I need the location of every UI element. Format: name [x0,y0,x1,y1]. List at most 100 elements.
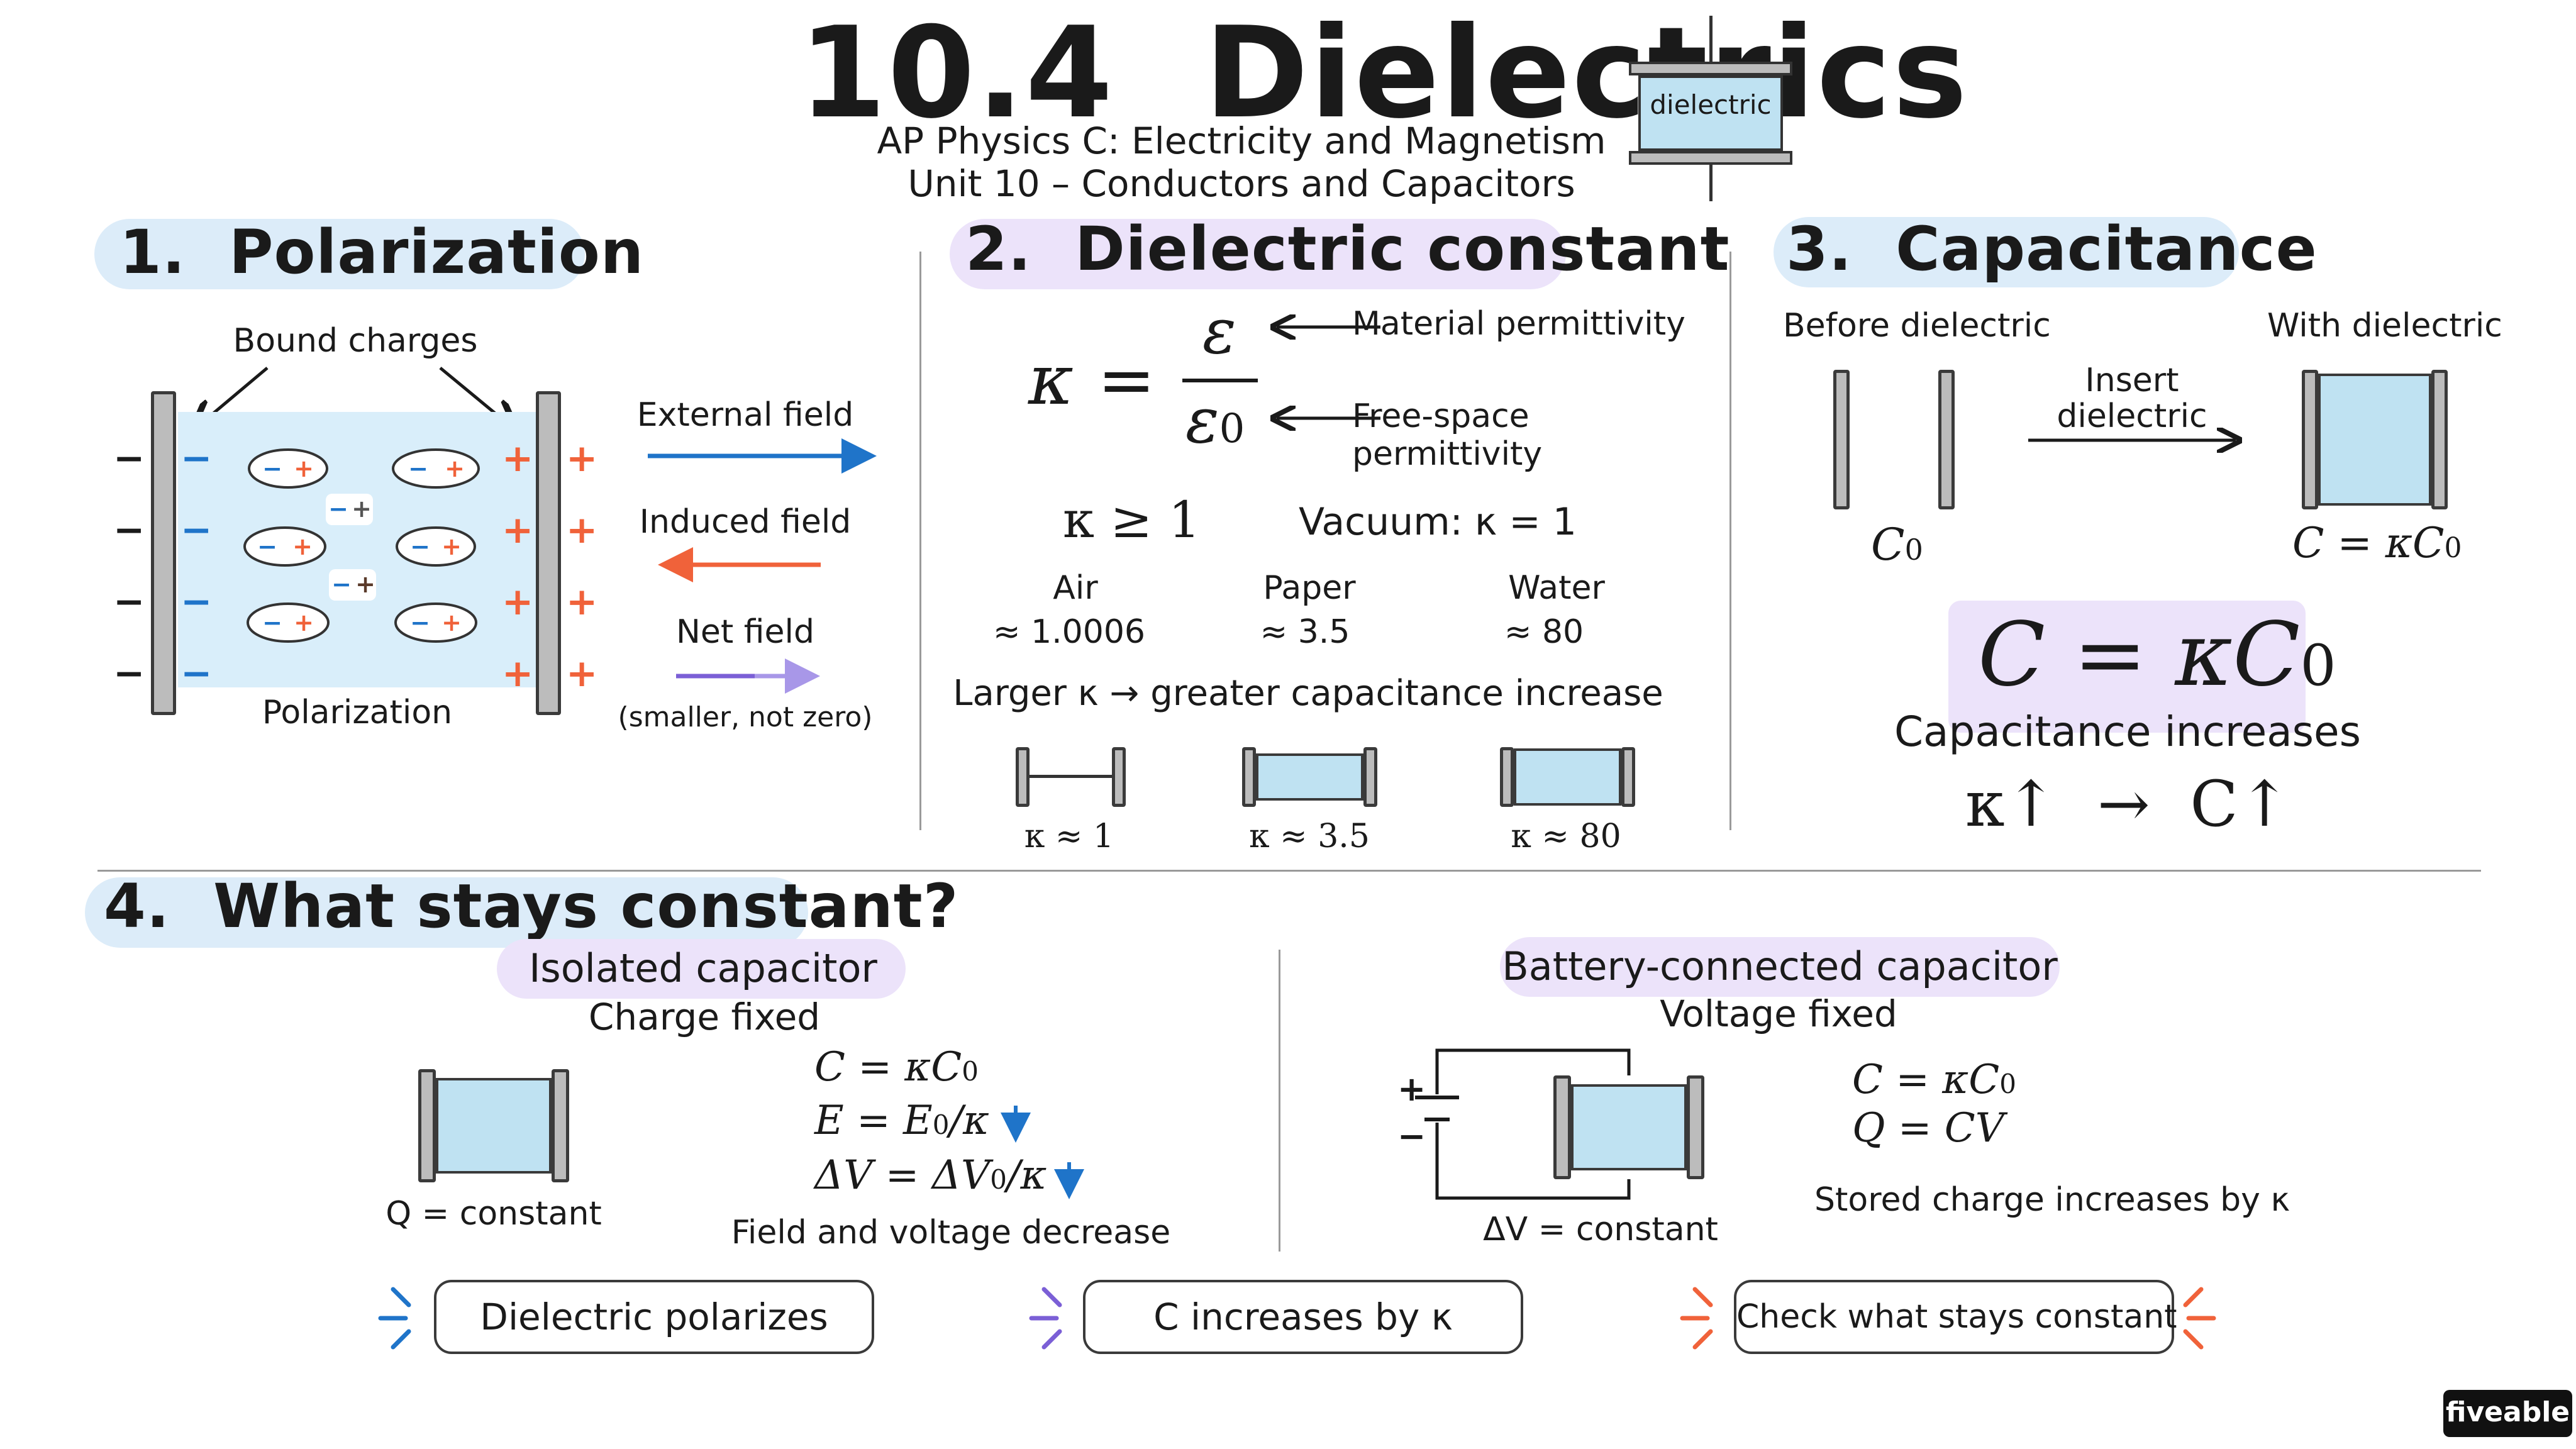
svg-text:+: + [441,609,462,636]
polarization-label: Polarization [262,694,453,731]
section2-heading: 2. Dielectric constant [965,214,1730,284]
battery-dv-constant: ΔV = constant [1483,1211,1718,1248]
capacitor-kappa-80 [1500,747,1635,807]
material-value-paper: ≈ 3.5 [1260,613,1350,651]
big-formula: C = κC0 [1978,604,2336,706]
divider-1-2 [919,252,921,830]
before-left-plate [1833,370,1850,509]
isolated-eq3-text: ΔV = ΔV [814,1152,991,1199]
isolated-subtitle: Charge fixed [588,996,821,1038]
battery-eq1-text: C = κC [1852,1057,2000,1103]
divider-2-3 [1729,252,1731,830]
insert-label-2: dielectric [2057,397,2207,435]
c-increases-button[interactable]: C increases by κ [1083,1280,1523,1354]
kappa-symbol: κ [1028,340,1074,420]
unit-subtitle: Unit 10 – Conductors and Capacitors [908,162,1575,205]
isolated-title: Isolated capacitor [529,945,877,991]
with-dielectric-label: With dielectric [2267,307,2502,345]
big-formula-box [1948,601,2306,733]
check-constant-button[interactable]: Check what stays constant [1734,1280,2177,1354]
capacitor-kappa-3-5 [1242,747,1377,807]
svg-text:−: − [410,533,430,560]
section1-heading: 1. Polarization [119,217,645,287]
with-dielectric-capacitor [2302,370,2448,509]
c0-sub: 0 [1904,533,1923,567]
course-subtitle: AP Physics C: Electricity and Magnetism [877,119,1606,162]
page-title: 10.4 Dielectrics [799,0,1969,147]
battery-eq1: C = κC0 [1852,1057,2016,1103]
svg-text:+: + [294,455,314,482]
svg-text:−: − [262,609,282,636]
formula-numerator: ε [1202,294,1236,368]
section4-heading: 4. What stays constant? [104,871,959,941]
formula-denominator: ε0 [1185,384,1245,457]
capacitor-kappa-1 [1016,747,1126,807]
battery-capacitor [1553,1075,1704,1179]
material-name-air: Air [1053,569,1098,607]
isolated-eq2-sub: 0 [932,1109,950,1140]
big-formula-text: C = κC [1978,604,2301,706]
left-plate-charges: −−−− [113,436,145,696]
insert-label-1: Insert [2085,362,2179,399]
c-kc0-sub: 0 [2444,532,2462,564]
material-value-air: ≈ 1.0006 [992,613,1146,651]
kappa-up-c-up: κ↑ → C↑ [1965,767,2291,841]
svg-text:+: + [355,570,375,598]
material-permittivity-label: Material permittivity [1352,305,1685,343]
svg-text:+: + [294,609,314,636]
isolated-eq1: C = κC0 [814,1044,979,1091]
battery-plus: + [1397,1069,1426,1109]
cap-label-3: κ ≈ 80 [1511,818,1621,855]
svg-text:+: + [441,533,462,560]
svg-text:−: − [410,609,430,636]
net-field-note: (smaller, not zero) [618,701,873,733]
isolated-q-constant: Q = constant [386,1195,602,1233]
denominator-sub: 0 [1219,406,1245,452]
dielectric-polarizes-button[interactable]: Dielectric polarizes [434,1280,874,1354]
isolated-eq3: ΔV = ΔV0/κ [814,1152,1046,1199]
big-formula-sub: 0 [2300,633,2336,699]
bound-charges-label: Bound charges [233,322,478,360]
svg-text:+: + [445,455,465,482]
isolated-eq2-text: E = E [814,1097,933,1144]
svg-text:+: + [292,533,313,560]
vacuum-label: Vacuum: κ = 1 [1299,500,1577,544]
right-plate [536,391,561,715]
before-right-plate [1938,370,1955,509]
right-plate-charges: ++++ [566,436,598,696]
dipole-molecules: −+ −+ −+ −+ −+ −+ −+ −+ [243,448,480,643]
isolated-eq1-sub: 0 [962,1056,979,1087]
c-kc0-label: C = κC0 [2292,519,2462,567]
svg-text:−: − [257,533,277,560]
divider-4 [1279,950,1280,1252]
dielectric-badge-icon: dielectric [1626,13,1796,201]
before-dielectric-label: Before dielectric [1783,307,2051,345]
section3-heading: 3. Capacitance [1786,214,2318,284]
isolated-note: Field and voltage decrease [731,1214,1171,1252]
badge-label: dielectric [1650,89,1772,120]
battery-note: Stored charge increases by κ [1814,1181,2290,1219]
fiveable-logo: fiveable [2443,1390,2572,1437]
material-name-water: Water [1508,569,1605,607]
isolated-eq3-tail: /κ [1006,1152,1047,1199]
svg-text:+: + [352,495,372,523]
c-kc0-text: C = κC [2292,519,2445,567]
cap-label-1: κ ≈ 1 [1024,818,1114,855]
isolated-eq2: E = E0/κ [814,1097,989,1144]
cap-label-2: κ ≈ 3.5 [1249,818,1370,855]
external-field-label: External field [636,396,854,434]
formula-equals: = [1097,340,1156,420]
polarization-dielectric [178,412,536,687]
free-space-label-1: Free-space [1352,397,1530,435]
left-bound-charges: −−−− [180,436,213,696]
svg-text:−: − [262,455,282,482]
larger-kappa-note: Larger κ → greater capacitance increase [953,673,1663,714]
battery-eq1-sub: 0 [1999,1069,2016,1099]
induced-field-label: Induced field [639,503,852,541]
battery-title: Battery-connected capacitor [1502,943,2058,989]
isolated-eq2-tail: /κ [949,1097,990,1144]
battery-subtitle: Voltage fixed [1660,992,1897,1035]
battery-eq2: Q = CV [1852,1105,2004,1152]
free-space-label-2: permittivity [1352,435,1543,473]
isolated-capacitor [418,1069,569,1182]
